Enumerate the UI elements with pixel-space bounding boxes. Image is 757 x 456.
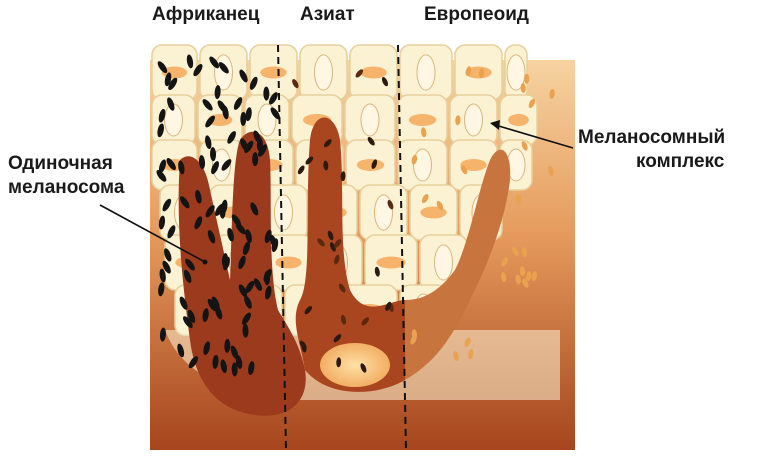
melanosome-complex-label: Меланосомный комплекс	[578, 126, 725, 174]
cell-nucleus	[357, 159, 384, 171]
single-melanosome-line1: Одиночная	[8, 152, 124, 176]
single-melanosome-line2: меланосома	[8, 176, 124, 200]
cell-nucleus	[409, 114, 436, 126]
cell-nucleus	[508, 114, 529, 126]
cell-vesicle	[275, 195, 293, 230]
cell-vesicle	[315, 55, 333, 90]
cell-vesicle	[465, 104, 483, 136]
cell-vesicle	[417, 55, 435, 90]
single-melanosome-target	[203, 260, 208, 265]
cell-nucleus	[376, 257, 405, 269]
cell-vesicle	[361, 104, 379, 136]
cell-nucleus	[275, 257, 301, 269]
dark-melanosome	[252, 152, 258, 166]
cell-vesicle	[435, 245, 453, 280]
column-title-asian: Азиат	[300, 4, 355, 26]
column-title-african: Африканец	[152, 4, 259, 26]
cell-nucleus	[360, 67, 386, 79]
column-title-european: Европеоид	[424, 4, 529, 26]
single-melanosome-label: Одиночная меланосома	[8, 152, 124, 200]
melanosome-complex-line2: комплекс	[578, 150, 725, 174]
cell-vesicle	[414, 149, 432, 181]
cell-nucleus	[260, 67, 286, 79]
melanocyte-nucleus	[320, 343, 390, 387]
melanosome-complex-line1: Меланосомный	[578, 126, 725, 150]
cell-vesicle	[215, 55, 233, 90]
